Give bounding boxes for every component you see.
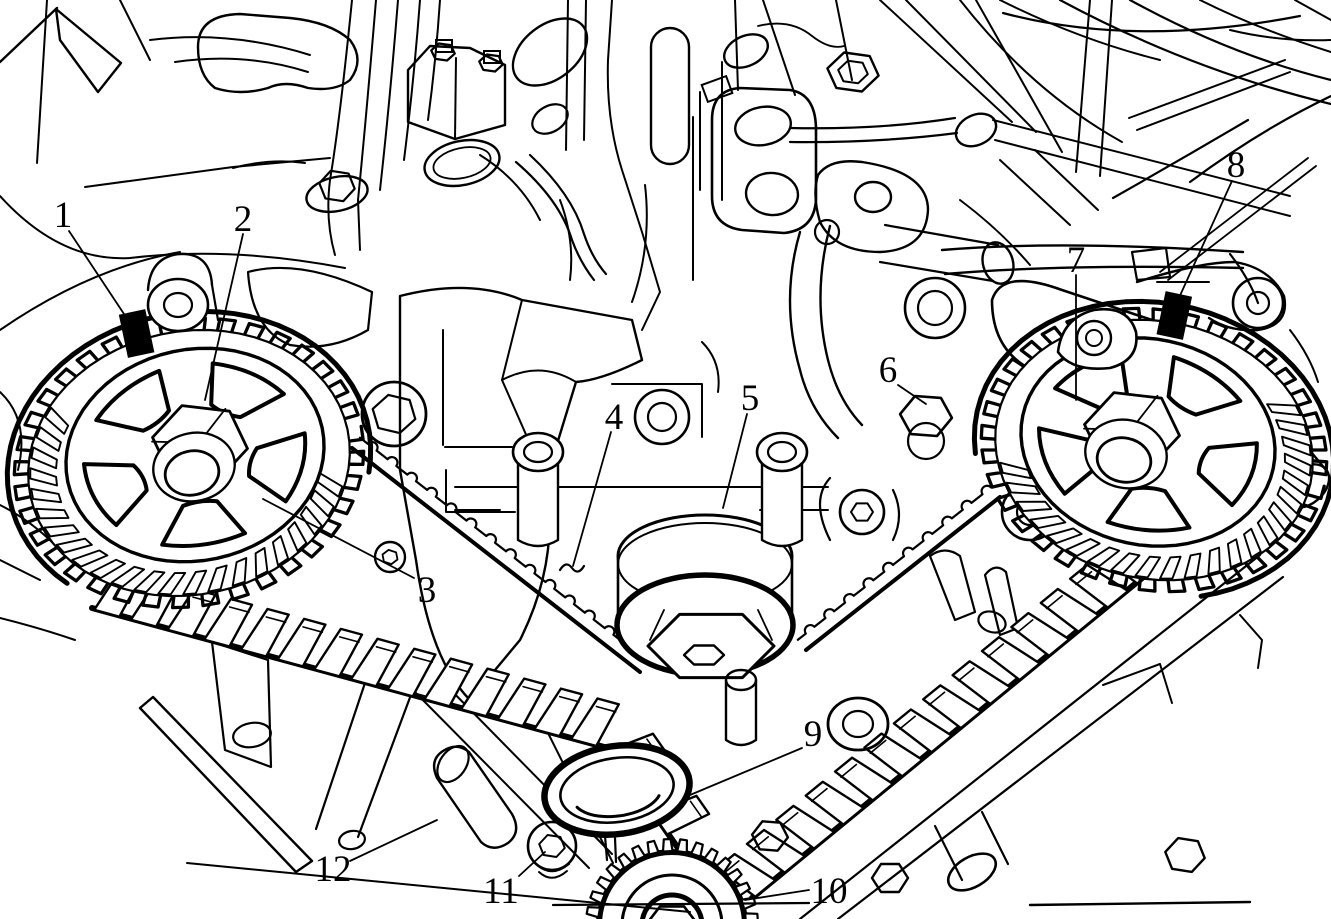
svg-text:3: 3 (418, 570, 437, 611)
svg-text:10: 10 (811, 871, 848, 912)
svg-text:5: 5 (741, 378, 760, 419)
svg-text:2: 2 (234, 199, 253, 240)
svg-text:11: 11 (483, 871, 519, 912)
svg-text:6: 6 (879, 350, 898, 391)
svg-text:1: 1 (54, 195, 73, 236)
svg-text:12: 12 (315, 849, 352, 890)
svg-text:8: 8 (1227, 145, 1246, 186)
svg-text:9: 9 (804, 714, 823, 755)
svg-text:7: 7 (1067, 240, 1086, 281)
svg-text:4: 4 (605, 397, 624, 438)
